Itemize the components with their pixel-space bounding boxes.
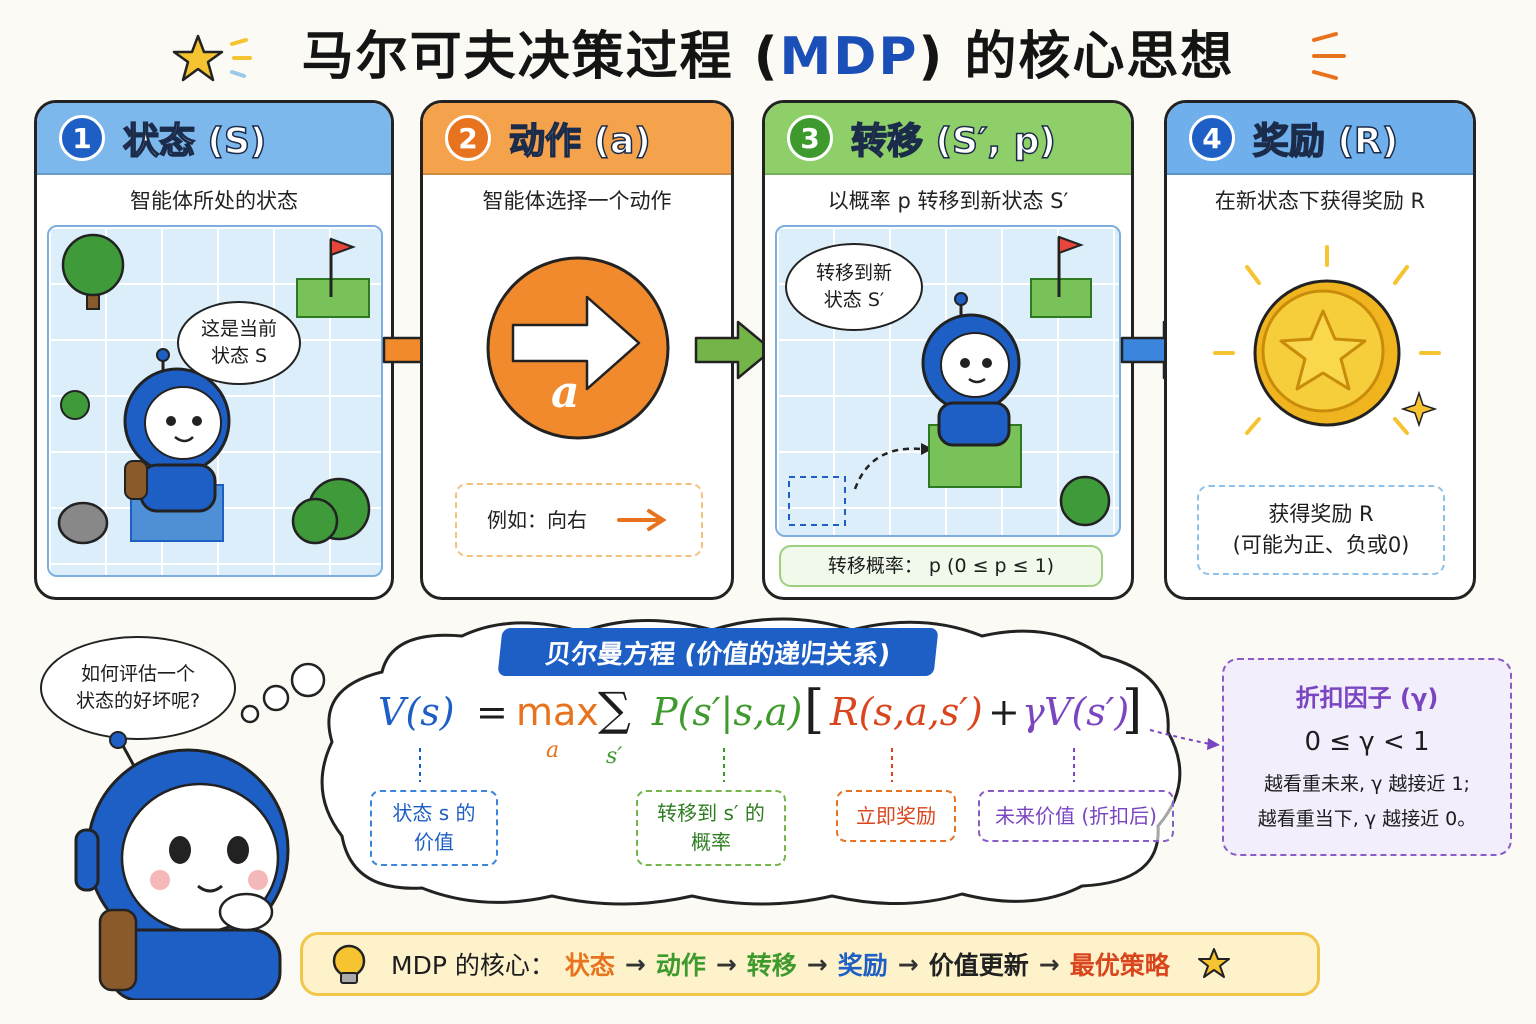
card-transition: 3 转移 (S′, p) 以概率 p 转移到新状态 S′ 转移到新 状态 S′ … [762, 100, 1134, 600]
action-symbol: a [551, 367, 580, 418]
star-icon [172, 34, 252, 82]
arrow-right-icon [694, 320, 774, 380]
card-reward: 4 奖励 (R) 在新状态下获得奖励 R 获得奖励 R (可能为正、负或0) [1164, 100, 1476, 600]
card-reward-header: 4 奖励 (R) [1167, 103, 1473, 175]
footer-step-state: 状态 [564, 951, 615, 980]
card-reward-title: 奖励 (R) [1252, 120, 1399, 163]
discount-factor-box: 折扣因子 (γ) 0 ≤ γ < 1 越看重未来, γ 越接近 1; 越看重当下… [1222, 658, 1512, 856]
footer-step-optimal-policy: 最优策略 [1069, 951, 1170, 980]
title-main: 马尔可夫决策过程 [301, 27, 734, 87]
eq-v: V(s) [378, 690, 455, 734]
card-transition-title: 转移 (S′, p) [850, 120, 1056, 163]
card-state-header: 1 状态 (S) [37, 103, 391, 175]
action-circle-icon [486, 256, 670, 440]
flag-icon [1058, 235, 1084, 255]
label-state-value: 状态 s 的 价值 [370, 790, 498, 866]
eq-gamma: γ [1022, 690, 1045, 734]
speech-bubble-state: 这是当前 状态 S [177, 301, 301, 385]
eq-v-next: V(s′) [1044, 690, 1130, 734]
eq-max-sub: a [546, 738, 560, 763]
eq-max: max [516, 690, 599, 734]
footer-arrow: → [806, 949, 828, 979]
footer-step-transition: 转移 [746, 951, 797, 980]
bellman-cloud [320, 617, 1182, 906]
eq-sum-sub: s′ [606, 744, 623, 769]
sparkle-lines-icon [1312, 32, 1346, 80]
footer-step-reward: 奖励 [837, 951, 888, 980]
step-number: 2 [445, 115, 491, 161]
footer-arrow: → [715, 949, 737, 979]
eq-right-bracket: ] [1122, 680, 1143, 740]
speech-bubble-transition: 转移到新 状态 S′ [785, 243, 923, 331]
card-action-header: 2 动作 (a) [423, 103, 731, 175]
step-number: 4 [1189, 115, 1235, 161]
card-state-desc: 智能体所处的状态 [130, 189, 298, 213]
coin-star-icon [1213, 245, 1441, 435]
tree-icon [61, 233, 125, 297]
robot-thinking-icon [74, 731, 290, 1000]
eq-r: R(s,a,s′) [830, 690, 983, 734]
card-state-title: 状态 (S) [122, 120, 267, 163]
footer-arrow: → [624, 949, 646, 979]
title-suffix: 的核心思想 [964, 27, 1235, 87]
gamma-line1: 越看重未来, γ 越接近 1; [1264, 773, 1470, 795]
gamma-line2: 越看重当下, γ 越接近 0。 [1257, 808, 1477, 830]
action-example: 例如：向右 [455, 483, 703, 557]
label-immediate-reward: 立即奖励 [836, 790, 956, 842]
page-title: 马尔可夫决策过程 (MDP) 的核心思想 [0, 14, 1536, 89]
eq-equals: = [476, 690, 508, 734]
card-transition-header: 3 转移 (S′, p) [765, 103, 1131, 175]
gamma-range: 0 ≤ γ < 1 [1304, 727, 1430, 757]
card-action-title: 动作 (a) [508, 120, 651, 163]
thought-dots-icon [240, 662, 326, 724]
flag-icon [330, 237, 356, 257]
rock-icon [57, 501, 109, 545]
robot-agent-icon [921, 292, 1021, 447]
footer-step-action: 动作 [655, 951, 706, 980]
footer-step-value-update: 价值更新 [928, 951, 1029, 980]
label-transition-prob: 转移到 s′ 的 概率 [636, 790, 786, 866]
card-state: 1 状态 (S) 智能体所处的状态 这是当前 状态 S [34, 100, 394, 600]
grid-world-scene [57, 233, 371, 545]
label-future-value: 未来价值 (折扣后) [978, 790, 1174, 842]
title-open-paren: ( [753, 27, 780, 87]
card-reward-desc: 在新状态下获得奖励 R [1214, 189, 1426, 213]
reward-line1: 获得奖励 R [1268, 501, 1374, 526]
lightbulb-icon [332, 944, 366, 984]
footer-arrow: → [897, 949, 919, 979]
eq-plus: + [988, 690, 1020, 734]
eq-left-bracket: [ [804, 680, 825, 740]
step-number: 1 [59, 115, 105, 161]
title-close-paren: ) [918, 27, 945, 87]
thought-bubble: 如何评估一个 状态的好坏呢? [40, 636, 236, 740]
card-transition-desc: 以概率 p 转移到新状态 S′ [827, 189, 1069, 213]
eq-p: P(s′|s,a) [652, 690, 803, 734]
grid-world-scene [788, 235, 1111, 527]
robot-agent-icon [123, 348, 231, 513]
star-icon [1197, 948, 1230, 978]
footer-prefix: MDP 的核心： [391, 951, 555, 980]
title-abbr: MDP [779, 27, 919, 87]
card-action: 2 动作 (a) 智能体选择一个动作 a 例如：向右 [420, 100, 734, 600]
arrow-right-icon [617, 509, 667, 531]
footer-summary: MDP 的核心： 状态 → 动作 → 转移 → 奖励 → 价值更新 → 最优策略 [300, 932, 1320, 996]
step-number: 3 [787, 115, 833, 161]
eq-sum: ∑ [598, 682, 631, 736]
card-action-desc: 智能体选择一个动作 [482, 189, 672, 213]
gamma-title: 折扣因子 (γ) [1295, 684, 1439, 712]
footer-arrow: → [1038, 949, 1060, 979]
action-example-text: 例如：向右 [487, 508, 587, 532]
reward-box: 获得奖励 R (可能为正、负或0) [1197, 485, 1445, 575]
transition-probability: 转移概率： p (0 ≤ p ≤ 1) [779, 545, 1103, 587]
reward-line2: (可能为正、负或0) [1232, 533, 1410, 557]
